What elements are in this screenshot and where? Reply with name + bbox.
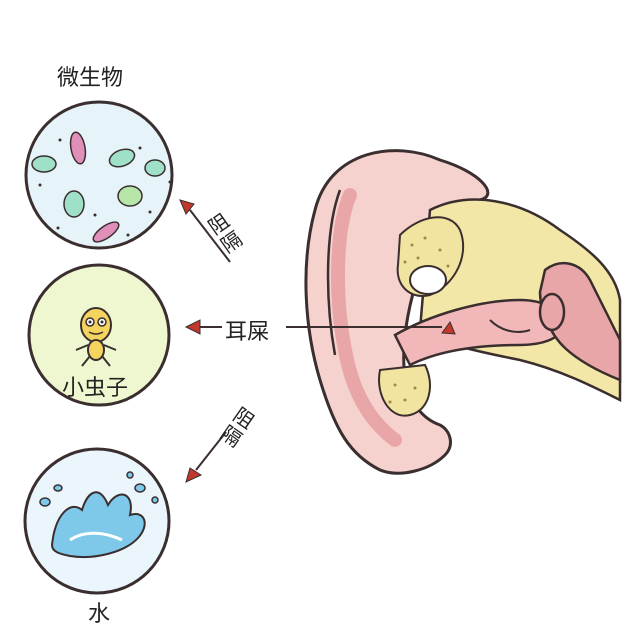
arrow-insect [184, 319, 442, 335]
label-water: 水 [88, 602, 111, 627]
bug-icon [27, 263, 171, 407]
label-insects: 小虫子 [62, 376, 129, 401]
arrow-water [185, 431, 227, 483]
label-earwax: 耳屎 [225, 320, 270, 345]
label-microbes: 微生物 [57, 66, 124, 91]
arrow-microbes [179, 199, 231, 263]
microbes-icon [24, 100, 174, 250]
water-splash-icon [23, 447, 171, 595]
ear-cross-section-icon [304, 149, 622, 475]
